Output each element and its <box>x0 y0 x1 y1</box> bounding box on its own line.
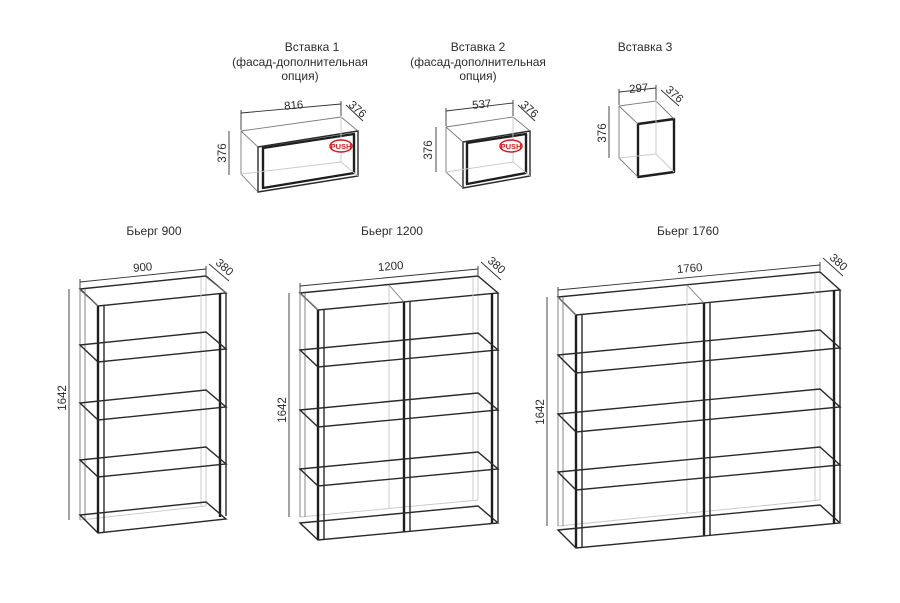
shelf-1200-depth-label: 380 <box>485 255 507 277</box>
shelf-900-dimensions: 900 380 1642 <box>57 257 235 520</box>
insert-2-push-badge: PUSH <box>499 139 523 153</box>
shelf-900-drawing <box>78 275 228 534</box>
insert-3: Вставка 3 297 376 376 <box>597 40 685 179</box>
shelf-900-title: Бьерг 900 <box>126 224 182 238</box>
insert-1-title-line-3: опция) <box>281 69 318 83</box>
insert-2-width-label: 537 <box>472 98 492 112</box>
shelf-1760-title: Бьерг 1760 <box>657 224 719 238</box>
insert-3-depth-label: 376 <box>663 84 685 106</box>
insert-1-box <box>240 116 359 193</box>
shelf-1200-height-label: 1642 <box>277 397 289 423</box>
insert-1-title-line-1: Вставка 1 <box>285 40 340 54</box>
shelf-1760-height-label: 1642 <box>535 399 547 425</box>
shelf-1200-width-label: 1200 <box>377 260 404 274</box>
shelf-1200-title: Бьерг 1200 <box>361 224 423 238</box>
insert-2-title-line-1: Вставка 2 <box>451 40 506 54</box>
shelf-900-width-label: 900 <box>133 261 153 275</box>
shelf-bjerg-1760: Бьерг 1760 <box>535 224 849 549</box>
insert-2-height-label: 376 <box>423 140 435 159</box>
insert-2-title-line-3: опция) <box>459 69 496 83</box>
insert-2-depth-label: 376 <box>518 99 540 121</box>
insert-1: Вставка 1 (фасад-дополнительная опция) P… <box>217 40 368 193</box>
insert-1-push-label: PUSH <box>331 142 352 151</box>
shelf-900-height-label: 1642 <box>57 385 69 411</box>
shelf-bjerg-1200: Бьерг 1200 <box>277 224 507 541</box>
insert-3-height-label: 376 <box>597 123 609 142</box>
insert-3-box <box>618 100 676 179</box>
insert-2-push-label: PUSH <box>501 142 522 151</box>
insert-1-width-label: 816 <box>284 99 304 113</box>
shelf-bjerg-900: Бьерг 900 <box>57 224 235 534</box>
insert-1-push-badge: PUSH <box>329 139 353 153</box>
shelf-1760-width-label: 1760 <box>676 262 703 276</box>
shelf-900-depth-label: 380 <box>213 257 235 279</box>
insert-2-box <box>445 116 531 189</box>
shelf-1200-drawing <box>298 275 500 541</box>
shelf-1760-depth-label: 380 <box>827 252 849 274</box>
shelf-1760-drawing <box>556 271 842 549</box>
insert-1-title-line-2: (фасад-дополнительная <box>232 55 368 69</box>
insert-2: Вставка 2 (фасад-дополнительная опция) P… <box>410 40 546 189</box>
insert-3-title: Вставка 3 <box>618 40 673 54</box>
insert-3-width-label: 297 <box>629 82 649 96</box>
insert-1-dimensions: 816 376 376 <box>217 99 368 175</box>
insert-2-title-line-2: (фасад-дополнительная <box>410 55 546 69</box>
insert-1-depth-label: 376 <box>346 99 368 121</box>
insert-1-height-label: 376 <box>217 143 229 162</box>
